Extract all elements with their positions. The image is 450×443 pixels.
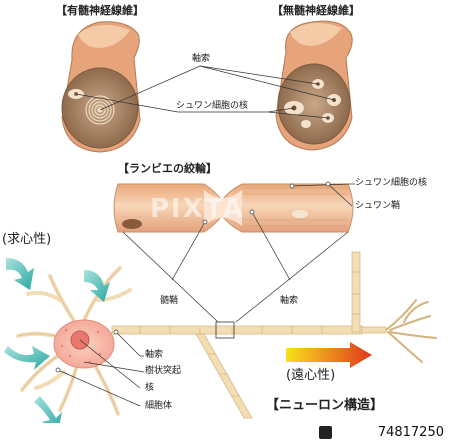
label-dendrite: 樹状突起: [145, 366, 182, 376]
pixta-logo-icon: [319, 426, 332, 439]
unmyelinated-fiber-cross-section: [275, 20, 353, 151]
title-neuron-structure: 【ニューロン構造】: [266, 398, 384, 413]
label-axon-neuron: 軸索: [145, 350, 164, 360]
axon-segments: [111, 251, 437, 419]
label-schwann-sheath: シュワン鞘: [355, 201, 401, 211]
label-axon-mid: 軸索: [280, 296, 299, 306]
label-axon-top: 軸索: [192, 54, 211, 64]
label-myelin-sheath: 髄鞘: [160, 296, 179, 306]
ranvier-node-fiber: [113, 183, 354, 233]
label-schwann-nucleus-mid: シュワン細胞の核: [355, 178, 428, 188]
title-myelinated: 【有髄神経線維】: [56, 4, 144, 17]
title-unmyelinated: 【無髄神経線維】: [272, 4, 360, 17]
label-centrifugal: (遠心性): [286, 368, 336, 383]
leader-lines-mid: [122, 183, 355, 323]
centrifugal-arrow: [286, 342, 372, 368]
title-ranvier: 【ランビエの絞輪】: [118, 162, 217, 175]
label-schwann-nucleus-top: シュワン細胞の核: [176, 101, 249, 111]
leader-lines-top: [75, 65, 335, 119]
myelinated-fiber-cross-section: [61, 21, 141, 153]
label-cell-body: 細胞体: [145, 401, 173, 411]
centripetal-arrows: [4, 258, 110, 432]
watermark: PIXTA: [150, 194, 245, 224]
label-centripetal: (求心性): [2, 232, 52, 247]
neuron: [16, 251, 437, 419]
leader-lines-neuron: [57, 331, 145, 407]
footer-image-id: 74817250: [377, 425, 444, 440]
footer-bar: [0, 423, 450, 443]
label-nucleus: 核: [145, 383, 155, 393]
